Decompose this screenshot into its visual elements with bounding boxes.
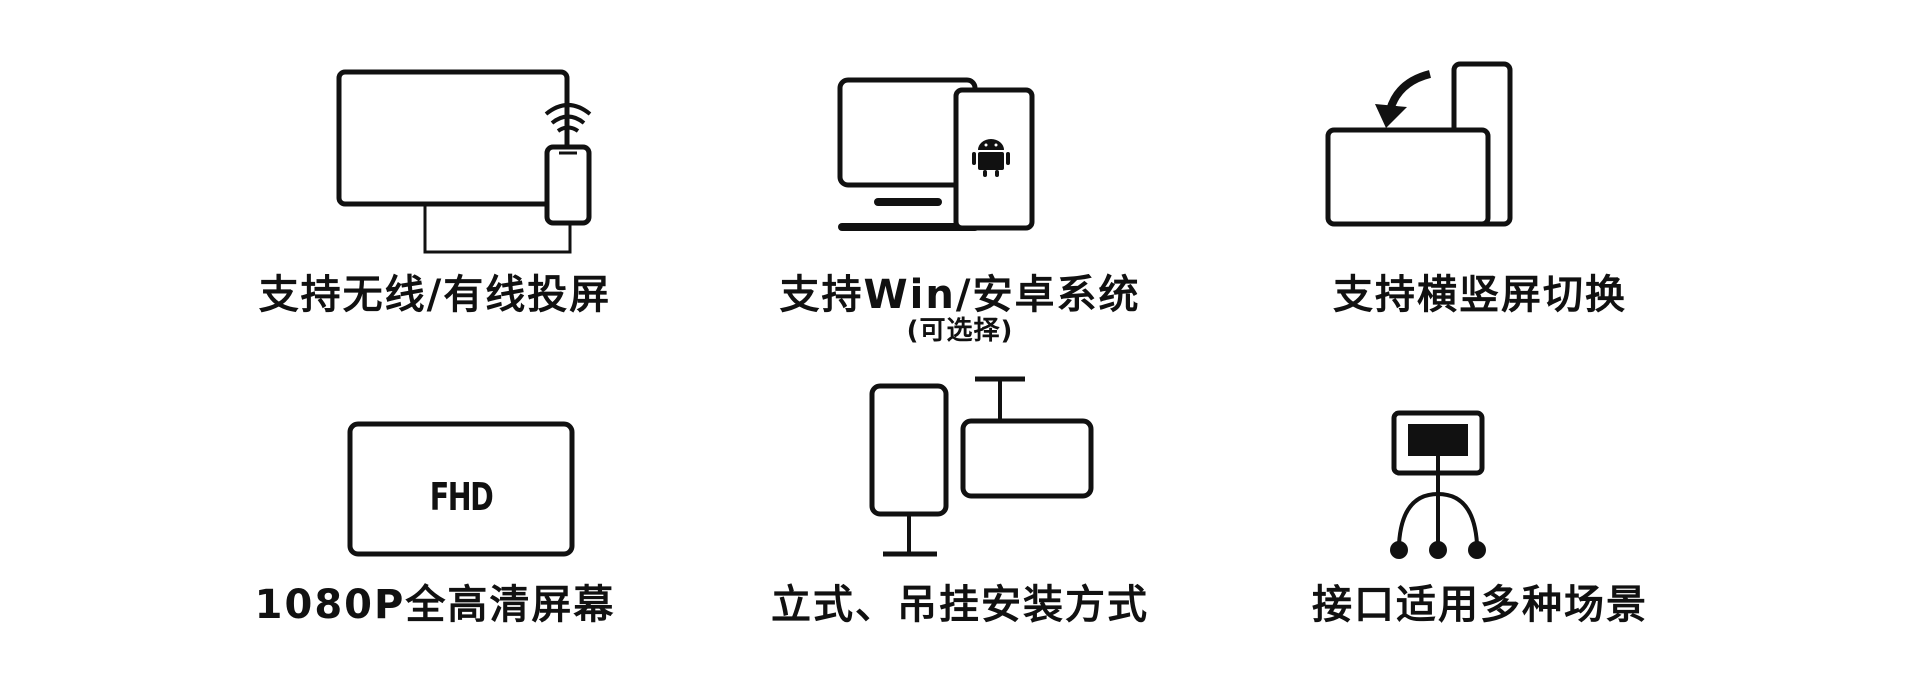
mount-options-icon xyxy=(869,376,1094,557)
feature-caption: 1080P全高清屏幕 xyxy=(254,582,616,628)
feature-caption: 支持Win/安卓系统 xyxy=(779,272,1141,318)
feature-multi-interface: 接口适用多种场景 xyxy=(1240,370,1720,640)
feature-caption: 立式、吊挂安装方式 xyxy=(771,582,1149,628)
wireless-casting-icon xyxy=(336,69,592,254)
feature-note: (可选择) xyxy=(906,316,1014,346)
feature-caption: 支持无线/有线投屏 xyxy=(258,272,612,318)
feature-rotate-screen: 支持横竖屏切换 xyxy=(1240,0,1720,330)
fhd-screen-icon xyxy=(347,421,575,557)
feature-wireless-casting: 支持无线/有线投屏 xyxy=(195,0,675,330)
multi-interface-icon xyxy=(1390,410,1486,559)
win-android-system-icon xyxy=(837,77,1035,231)
feature-mount-options: 立式、吊挂安装方式 xyxy=(720,370,1200,640)
fhd-badge: FHD xyxy=(429,475,494,519)
feature-caption: 支持横竖屏切换 xyxy=(1333,272,1627,318)
rotate-screen-icon xyxy=(1325,61,1513,227)
feature-win-android: 支持Win/安卓系统 (可选择) xyxy=(720,0,1200,350)
feature-fhd-screen: FHD 1080P全高清屏幕 xyxy=(195,380,675,640)
feature-caption: 接口适用多种场景 xyxy=(1312,582,1648,628)
